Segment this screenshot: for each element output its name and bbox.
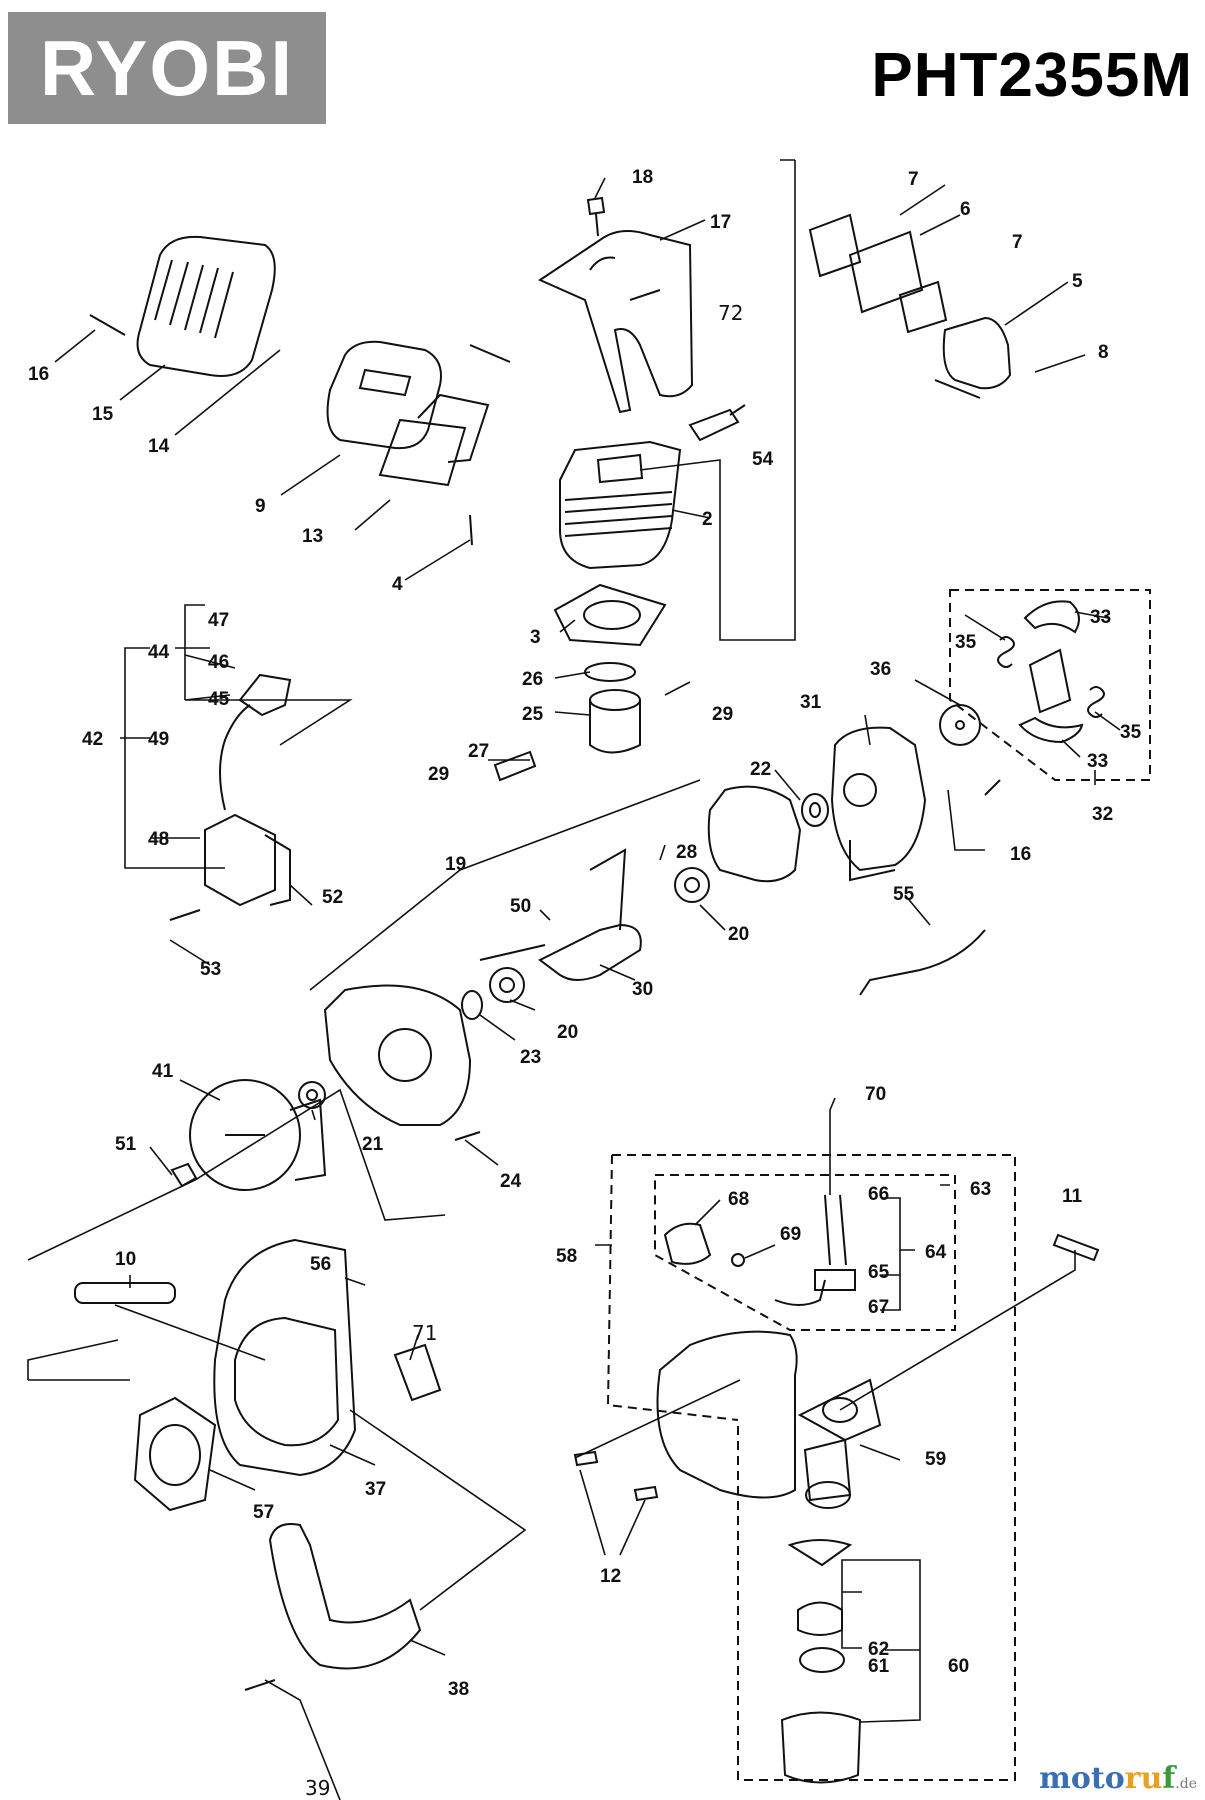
part-label: 26 — [522, 669, 543, 690]
part-label: 70 — [865, 1084, 886, 1105]
part-label: 4 — [392, 574, 403, 595]
motoruf-watermark: motoruf.de — [1039, 1761, 1197, 1796]
part-label: 32 — [1092, 804, 1113, 825]
part-label: 20 — [728, 924, 749, 945]
part-label: 7 — [1012, 232, 1023, 253]
part-label: 44 — [148, 642, 170, 663]
part-label: 51 — [115, 1134, 137, 1155]
part-label: 10 — [115, 1249, 136, 1270]
part-label: 25 — [522, 704, 544, 725]
part-label: 31 — [800, 692, 822, 713]
part-label: 14 — [148, 436, 170, 457]
part-label: 53 — [200, 959, 221, 980]
part-label: 46 — [208, 652, 229, 673]
part-label: 60 — [948, 1656, 969, 1677]
part-label: 62 — [868, 1639, 889, 1660]
part-label: 5 — [1072, 271, 1083, 292]
ryobi-logo: RYOBI — [8, 12, 326, 124]
part-label: 23 — [520, 1047, 541, 1068]
part-label: 13 — [302, 526, 323, 547]
part-label: 65 — [868, 1262, 890, 1283]
part-label: 61 — [868, 1656, 890, 1677]
part-label: 8 — [1098, 342, 1109, 363]
part-label: 56 — [310, 1254, 331, 1275]
part-label: 9 — [255, 496, 266, 517]
part-label: 57 — [253, 1502, 274, 1523]
model-number: PHT2355M — [871, 41, 1193, 110]
part-label: 21 — [362, 1134, 384, 1155]
part-label: 12 — [600, 1566, 621, 1587]
part-label: 55 — [893, 884, 915, 905]
part-label: 41 — [152, 1061, 174, 1082]
part-label: 69 — [780, 1224, 801, 1245]
part-label: 58 — [556, 1246, 577, 1267]
part-label: 29 — [428, 764, 449, 785]
part-label: 11 — [1062, 1186, 1083, 1207]
part-label: 3 — [530, 627, 541, 648]
part-label: 27 — [468, 741, 489, 762]
part-label: 47 — [208, 610, 229, 631]
part-label: 30 — [632, 979, 653, 1000]
part-label: 49 — [148, 729, 169, 750]
part-label: 59 — [925, 1449, 946, 1470]
part-label: 35 — [1120, 722, 1142, 743]
part-label: 19 — [445, 854, 466, 875]
part-label: 52 — [322, 887, 343, 908]
part-label: 24 — [500, 1171, 522, 1192]
part-label: 17 — [710, 212, 731, 233]
leader-lines — [27, 159, 1121, 1800]
part-label: 64 — [925, 1242, 947, 1263]
part-label: 6 — [960, 199, 971, 220]
part-label: 33 — [1087, 751, 1108, 772]
part-label: 68 — [728, 1189, 749, 1210]
part-label: 18 — [632, 167, 653, 188]
part-label: 15 — [92, 404, 114, 425]
part-label: 37 — [365, 1479, 386, 1500]
part-label: 28 — [676, 842, 697, 863]
part-label: 45 — [208, 689, 230, 710]
part-label: 2 — [702, 509, 713, 530]
part-label: 54 — [752, 449, 774, 470]
part-label: 72 — [718, 301, 743, 325]
brand-text: RYOBI — [39, 23, 295, 112]
part-label: 66 — [868, 1184, 889, 1205]
diagram-linework — [74, 196, 1151, 1784]
part-label: 16 — [1010, 844, 1031, 865]
part-label: 16 — [28, 364, 49, 385]
part-label: 67 — [868, 1297, 889, 1318]
part-label: 35 — [955, 632, 977, 653]
part-label: 29 — [712, 704, 733, 725]
part-label: 48 — [148, 829, 169, 850]
part-label: 50 — [510, 896, 531, 917]
part-label: 42 — [82, 729, 103, 750]
part-label: 22 — [750, 759, 771, 780]
part-label: 7 — [908, 169, 919, 190]
part-label: 38 — [448, 1679, 469, 1700]
part-label: 20 — [557, 1022, 578, 1043]
part-label: 63 — [970, 1179, 991, 1200]
part-label: 39 — [305, 1776, 330, 1800]
part-label: 71 — [412, 1321, 437, 1345]
part-label: 36 — [870, 659, 891, 680]
part-number-labels: 18 17 72 7 6 7 5 8 16 15 14 9 13 54 2 4 … — [28, 167, 1142, 1800]
part-label: 33 — [1090, 607, 1111, 628]
